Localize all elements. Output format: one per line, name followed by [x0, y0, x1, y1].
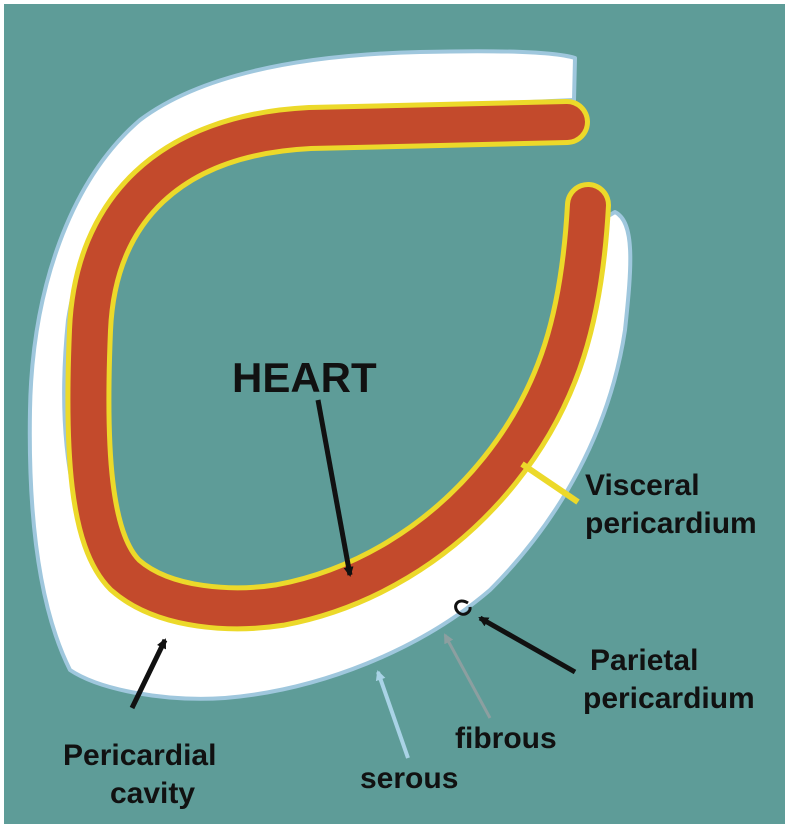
fibrous-label: fibrous [455, 722, 557, 755]
visceral-label-line2: pericardium [585, 507, 757, 540]
visceral-label-line1: Visceral [585, 469, 700, 502]
cavity-label-line1: Pericardial [63, 739, 216, 772]
serous-label: serous [360, 762, 458, 795]
parietal-label-line2: pericardium [583, 682, 755, 715]
heart-label: HEART [232, 354, 377, 401]
parietal-label-line1: Parietal [590, 644, 698, 677]
cavity-label-line2: cavity [110, 777, 195, 810]
